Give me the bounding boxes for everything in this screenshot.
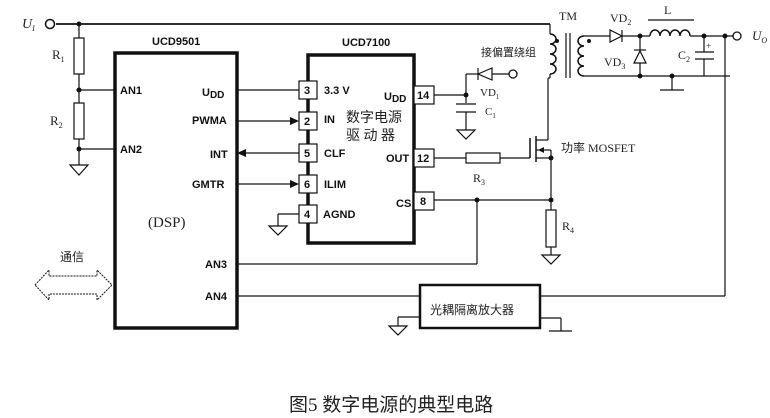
ucd7100-chip	[306, 53, 416, 245]
transformer-label: TM	[559, 9, 577, 23]
ucd9501-pin-an2: AN2	[120, 144, 142, 156]
ucd9501-subtitle: (DSP)	[148, 215, 186, 231]
ucd7100-pin2-label: IN	[324, 114, 335, 126]
power-mosfet	[237, 136, 562, 265]
diode-vd1	[476, 67, 493, 81]
ucd7100-desc-line1: 数字电源	[346, 110, 402, 126]
ucd7100-left-pins	[298, 80, 318, 224]
ucd7100-pin14-num: 14	[417, 90, 430, 102]
ground-icon	[387, 325, 409, 336]
vd3-label: VD3	[604, 55, 625, 71]
input-terminal	[44, 18, 56, 30]
ucd7100-pin12-label: OUT	[386, 153, 410, 165]
ucd7100-pin4-num: 4	[304, 209, 311, 221]
bias-supply	[434, 67, 518, 140]
ucd9501-pin-an3: AN3	[205, 259, 227, 271]
ucd9501-pin-gmtr: GMTR	[192, 179, 224, 191]
r1-label: R1	[52, 47, 65, 64]
ucd9501-pin-an4: AN4	[205, 291, 228, 303]
inductor-label: L	[664, 3, 671, 17]
ground-icon	[455, 129, 477, 140]
ground-icon	[267, 225, 289, 236]
ucd7100-pin14-label: UDD	[384, 91, 406, 105]
communication-label: 通信	[60, 250, 84, 264]
svg-text:+: +	[706, 41, 711, 51]
diode-vd2	[609, 29, 624, 43]
optocoupler-box	[418, 283, 542, 330]
output-stage: +	[609, 19, 742, 91]
ucd7100-pin12-num: 12	[417, 153, 429, 165]
ucd7100-pin8-label: CS	[396, 198, 411, 210]
resistor-r1	[73, 37, 85, 75]
figure-caption: 图5 数字电源的典型电路	[289, 394, 493, 416]
voltage-divider	[68, 21, 115, 176]
ucd7100-pin6-num: 6	[304, 179, 310, 191]
input-terminal-label: UI	[22, 17, 35, 33]
c1-label: C1	[485, 106, 496, 120]
ucd9501-chip	[113, 51, 239, 330]
ucd9501-pin-pwma: PWMA	[192, 115, 227, 127]
input-rail	[44, 18, 550, 30]
ucd7100-pin5-label: CLF	[324, 148, 346, 160]
ucd7100-pin5-num: 5	[304, 148, 310, 160]
resistor-r4	[545, 209, 557, 248]
ucd7100-right-pins	[413, 85, 435, 211]
mosfet-label: 功率 MOSFET	[561, 140, 636, 155]
inductor-l	[649, 29, 691, 37]
ucd9501-pin-int: INT	[210, 149, 228, 161]
ucd9501-title: UCD9501	[152, 36, 200, 48]
c2-label: C2	[678, 48, 690, 64]
resistor-r2	[73, 102, 85, 140]
ucd7100-pin6-label: ILIM	[324, 179, 346, 191]
r3-label: R3	[473, 171, 485, 187]
communication-arrow-icon	[34, 268, 113, 302]
ucd7100-pin4-label: AGND	[323, 209, 355, 221]
output-terminal	[732, 31, 742, 41]
ground-icon	[540, 254, 562, 265]
vd1-label: VD1	[480, 87, 500, 101]
ground-icon	[68, 164, 90, 176]
r4-label: R4	[562, 219, 574, 235]
ucd9501-pin-udd: UDD	[202, 87, 224, 101]
ucd7100-desc-line2: 驱 动 器	[346, 128, 395, 144]
bias-winding-label: 接偏置绕组	[481, 45, 536, 59]
ucd9501-pin-an1: AN1	[120, 85, 142, 97]
vd2-label: VD2	[610, 11, 631, 27]
ucd7100-pin3-label: 3.3 V	[324, 85, 350, 97]
ucd7100-pin3-num: 3	[304, 85, 310, 97]
chip-interconnect	[237, 89, 299, 236]
resistor-r3	[465, 152, 501, 164]
diode-vd3	[633, 49, 647, 64]
optocoupler-label: 光耦隔离放大器	[430, 302, 514, 317]
transformer-tm	[547, 24, 730, 140]
output-terminal-label: UO	[752, 28, 767, 45]
r2-label: R2	[50, 113, 63, 130]
ucd7100-pin2-num: 2	[304, 116, 310, 128]
ucd7100-pin8-num: 8	[420, 196, 426, 208]
feedback-loop	[237, 36, 726, 336]
ucd7100-title: UCD7100	[342, 37, 390, 49]
